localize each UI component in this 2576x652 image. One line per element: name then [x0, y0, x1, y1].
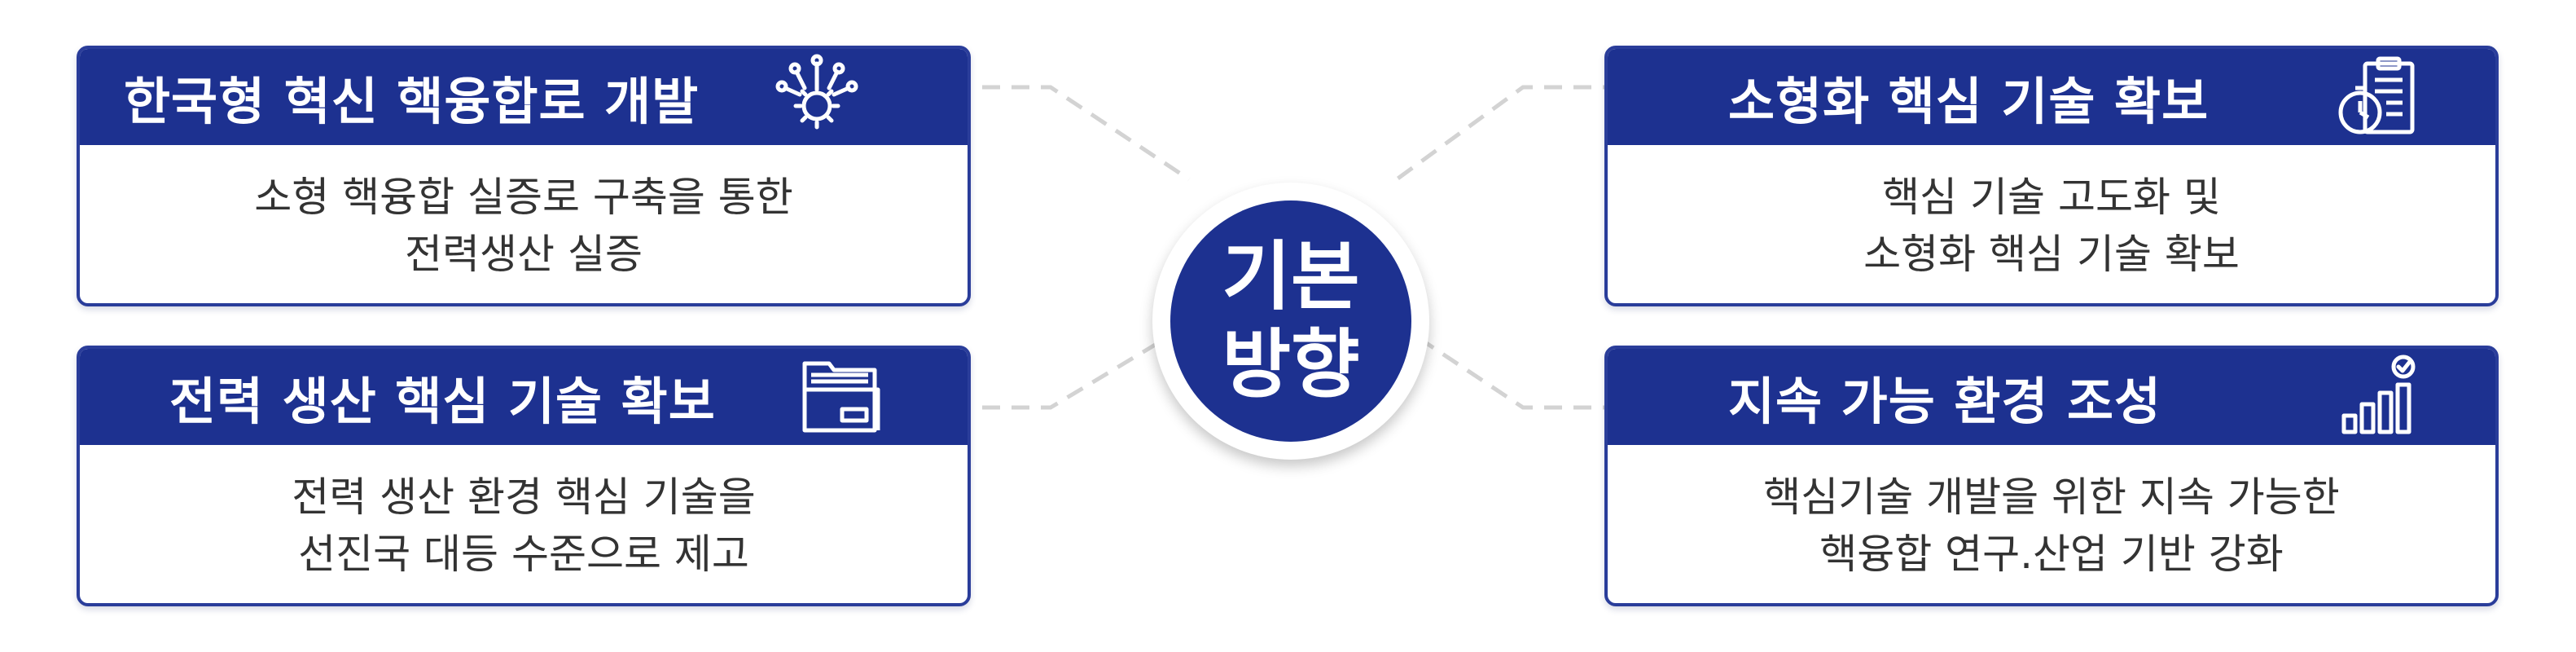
card-body-line: 전력생산 실증	[405, 231, 643, 278]
connector-top-left	[953, 85, 1191, 182]
card-body: 전력 생산 환경 핵심 기술을 선진국 대등 수준으로 제고	[80, 445, 968, 603]
card-body: 핵심 기술 고도화 및 소형화 핵심 기술 확보	[1608, 145, 2495, 303]
card-top-left: 한국형 혁신 핵융합로 개발 소형 핵융합 실증로 구축을 통한 전력생산 실증	[77, 46, 971, 306]
card-header: 전력 생산 핵심 기술 확보	[80, 349, 968, 445]
card-body: 소형 핵융합 실증로 구축을 통한 전력생산 실증	[80, 145, 968, 303]
card-bottom-right: 지속 가능 환경 조성 핵심기술 개발을 위한 지속 가능한 핵융합 연구.산업…	[1604, 346, 2499, 606]
center-label-line2: 방향	[1222, 321, 1360, 408]
card-body-line: 핵심기술 개발을 위한 지속 가능한	[1763, 474, 2340, 521]
card-body-line: 핵심 기술 고도화 및	[1882, 174, 2221, 221]
card-title: 지속 가능 환경 조성	[1728, 372, 2162, 431]
card-title: 소형화 핵심 기술 확보	[1728, 72, 2210, 131]
card-body-line: 소형 핵융합 실증로 구축을 통한	[254, 174, 793, 221]
center-circle: 기본 방향	[1152, 183, 1429, 460]
card-body-line: 선진국 대등 수준으로 제고	[298, 531, 749, 578]
card-bottom-left: 전력 생산 핵심 기술 확보 전력 생산 환경 핵심 기술을 선진국 대등 수준…	[77, 346, 971, 606]
card-body: 핵심기술 개발을 위한 지속 가능한 핵융합 연구.산업 기반 강화	[1608, 445, 2495, 603]
card-body-line: 전력 생산 환경 핵심 기술을	[292, 474, 756, 521]
card-header: 한국형 혁신 핵융합로 개발	[80, 49, 968, 145]
clipboard-stopwatch-icon	[2338, 56, 2415, 134]
connector-bottom-right	[1411, 332, 1621, 410]
bar-chart-check-icon	[2341, 355, 2416, 434]
card-title: 전력 생산 핵심 기술 확보	[169, 372, 716, 431]
connector-bottom-left	[953, 332, 1174, 410]
folder-stack-icon	[802, 361, 880, 433]
card-title: 한국형 혁신 핵융합로 개발	[124, 72, 700, 131]
card-body-line: 핵융합 연구.산업 기반 강화	[1819, 531, 2284, 578]
card-top-right: 소형화 핵심 기술 확보 핵심 기술 고도화 및 소형화 핵심 기술 확보	[1604, 46, 2499, 306]
card-header: 소형화 핵심 기술 확보	[1608, 49, 2495, 145]
card-header: 지속 가능 환경 조성	[1608, 349, 2495, 445]
gear-circuit-icon	[775, 54, 858, 130]
center-circle-inner: 기본 방향	[1170, 200, 1411, 442]
card-body-line: 소형화 핵심 기술 확보	[1863, 231, 2240, 278]
connector-top-right	[1395, 85, 1621, 182]
center-label-line1: 기본	[1222, 233, 1360, 320]
